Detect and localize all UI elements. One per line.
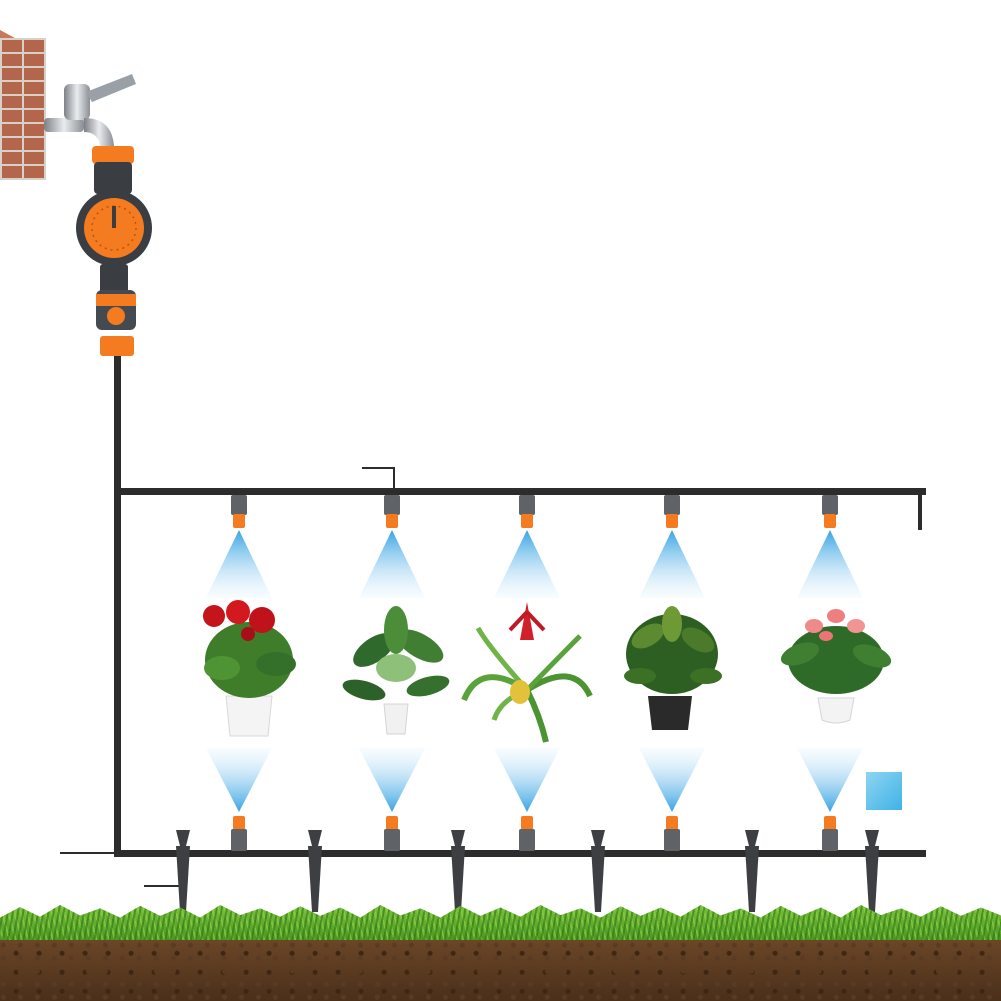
ground-stakes xyxy=(176,830,879,912)
plant-pot xyxy=(383,703,409,735)
faucet-handle[interactable] xyxy=(86,74,136,102)
blue-tag xyxy=(866,772,902,810)
rose-bloom xyxy=(249,607,275,633)
spray-mist xyxy=(494,530,560,598)
ground-stake xyxy=(745,846,759,912)
faucet-neck xyxy=(84,118,114,146)
spray-mist xyxy=(206,530,272,598)
lower-pipe xyxy=(114,850,926,857)
lower-nozzle[interactable] xyxy=(359,748,425,851)
upper-nozzle[interactable] xyxy=(206,495,272,598)
upper-nozzle[interactable] xyxy=(639,495,705,598)
upper-pipe xyxy=(114,488,926,495)
spray-mist xyxy=(206,748,272,812)
ground-stake xyxy=(308,846,322,912)
brick-wall xyxy=(0,38,46,180)
spray-mist xyxy=(639,530,705,598)
rose-bloom xyxy=(226,600,250,624)
plant-red-rose xyxy=(203,600,296,737)
timer-dial-pointer xyxy=(112,206,116,228)
soil-strip xyxy=(0,940,1001,1001)
spray-mist xyxy=(359,748,425,812)
anthurium-bloom xyxy=(827,609,845,623)
plant-bromeliad xyxy=(461,602,593,743)
spray-mist xyxy=(797,748,863,812)
ground-stake xyxy=(451,846,465,912)
upper-pipe-clip xyxy=(362,467,395,488)
plant-dieffenbachia xyxy=(342,606,450,735)
upper-nozzle[interactable] xyxy=(359,495,425,598)
water-timer-icon[interactable] xyxy=(76,146,152,356)
faucet-body xyxy=(64,84,90,120)
upper-nozzle[interactable] xyxy=(797,495,863,598)
faucet-spout xyxy=(44,118,84,132)
plant-pot xyxy=(817,697,855,724)
spray-mist xyxy=(359,530,425,598)
spray-mist xyxy=(797,530,863,598)
faucet[interactable] xyxy=(44,74,136,146)
ground-stake xyxy=(591,846,605,912)
spray-mist xyxy=(494,748,560,812)
plant-anthurium xyxy=(780,609,892,724)
lower-nozzle[interactable] xyxy=(639,748,705,851)
upper-nozzles xyxy=(206,495,863,598)
upper-pipe-end xyxy=(918,488,922,530)
upper-nozzle[interactable] xyxy=(494,495,560,598)
plant-pot xyxy=(648,696,692,730)
anthurium-bloom xyxy=(847,619,865,633)
lower-nozzle[interactable] xyxy=(206,748,272,851)
hose-connector[interactable] xyxy=(107,307,125,325)
lower-nozzle[interactable] xyxy=(494,748,560,851)
plant-croton xyxy=(624,606,722,730)
anthurium-bloom xyxy=(805,619,823,633)
ground-stake xyxy=(176,846,190,912)
lower-nozzle[interactable] xyxy=(797,748,863,851)
spray-mist xyxy=(639,748,705,812)
rose-bloom xyxy=(203,605,225,627)
lower-nozzles xyxy=(206,748,863,851)
ground-stake xyxy=(865,846,879,912)
plant-pot xyxy=(225,695,273,737)
feed-pipe xyxy=(114,356,121,856)
bromeliad-flower xyxy=(520,602,534,640)
